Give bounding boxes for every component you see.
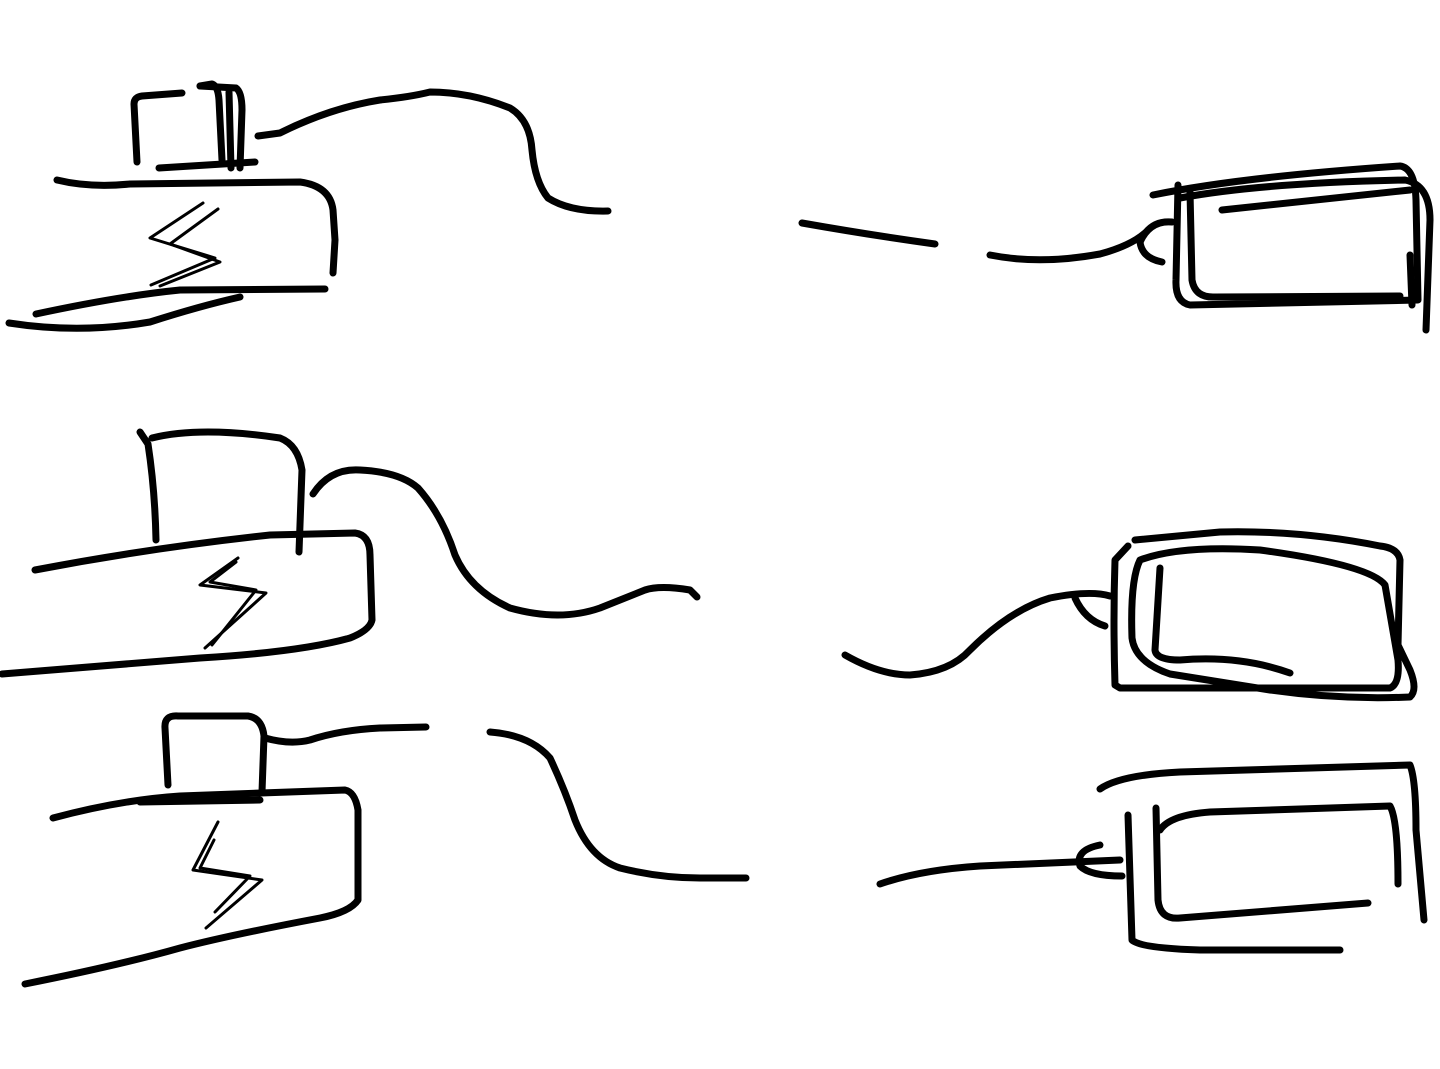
charger-with-lightning-bolt-icon <box>21 712 362 988</box>
row-3 <box>21 712 1428 988</box>
broken-cable <box>254 88 1149 264</box>
battery-icon <box>1071 528 1418 702</box>
charger-with-lightning-bolt-icon <box>0 428 376 678</box>
battery-icon <box>1075 761 1428 954</box>
row-1 <box>5 80 1434 334</box>
broken-cable <box>261 723 1124 888</box>
charger-with-lightning-bolt-icon <box>5 80 339 332</box>
battery-icon <box>1136 162 1434 334</box>
row-2 <box>0 428 1418 702</box>
broken-cable <box>309 466 1114 679</box>
